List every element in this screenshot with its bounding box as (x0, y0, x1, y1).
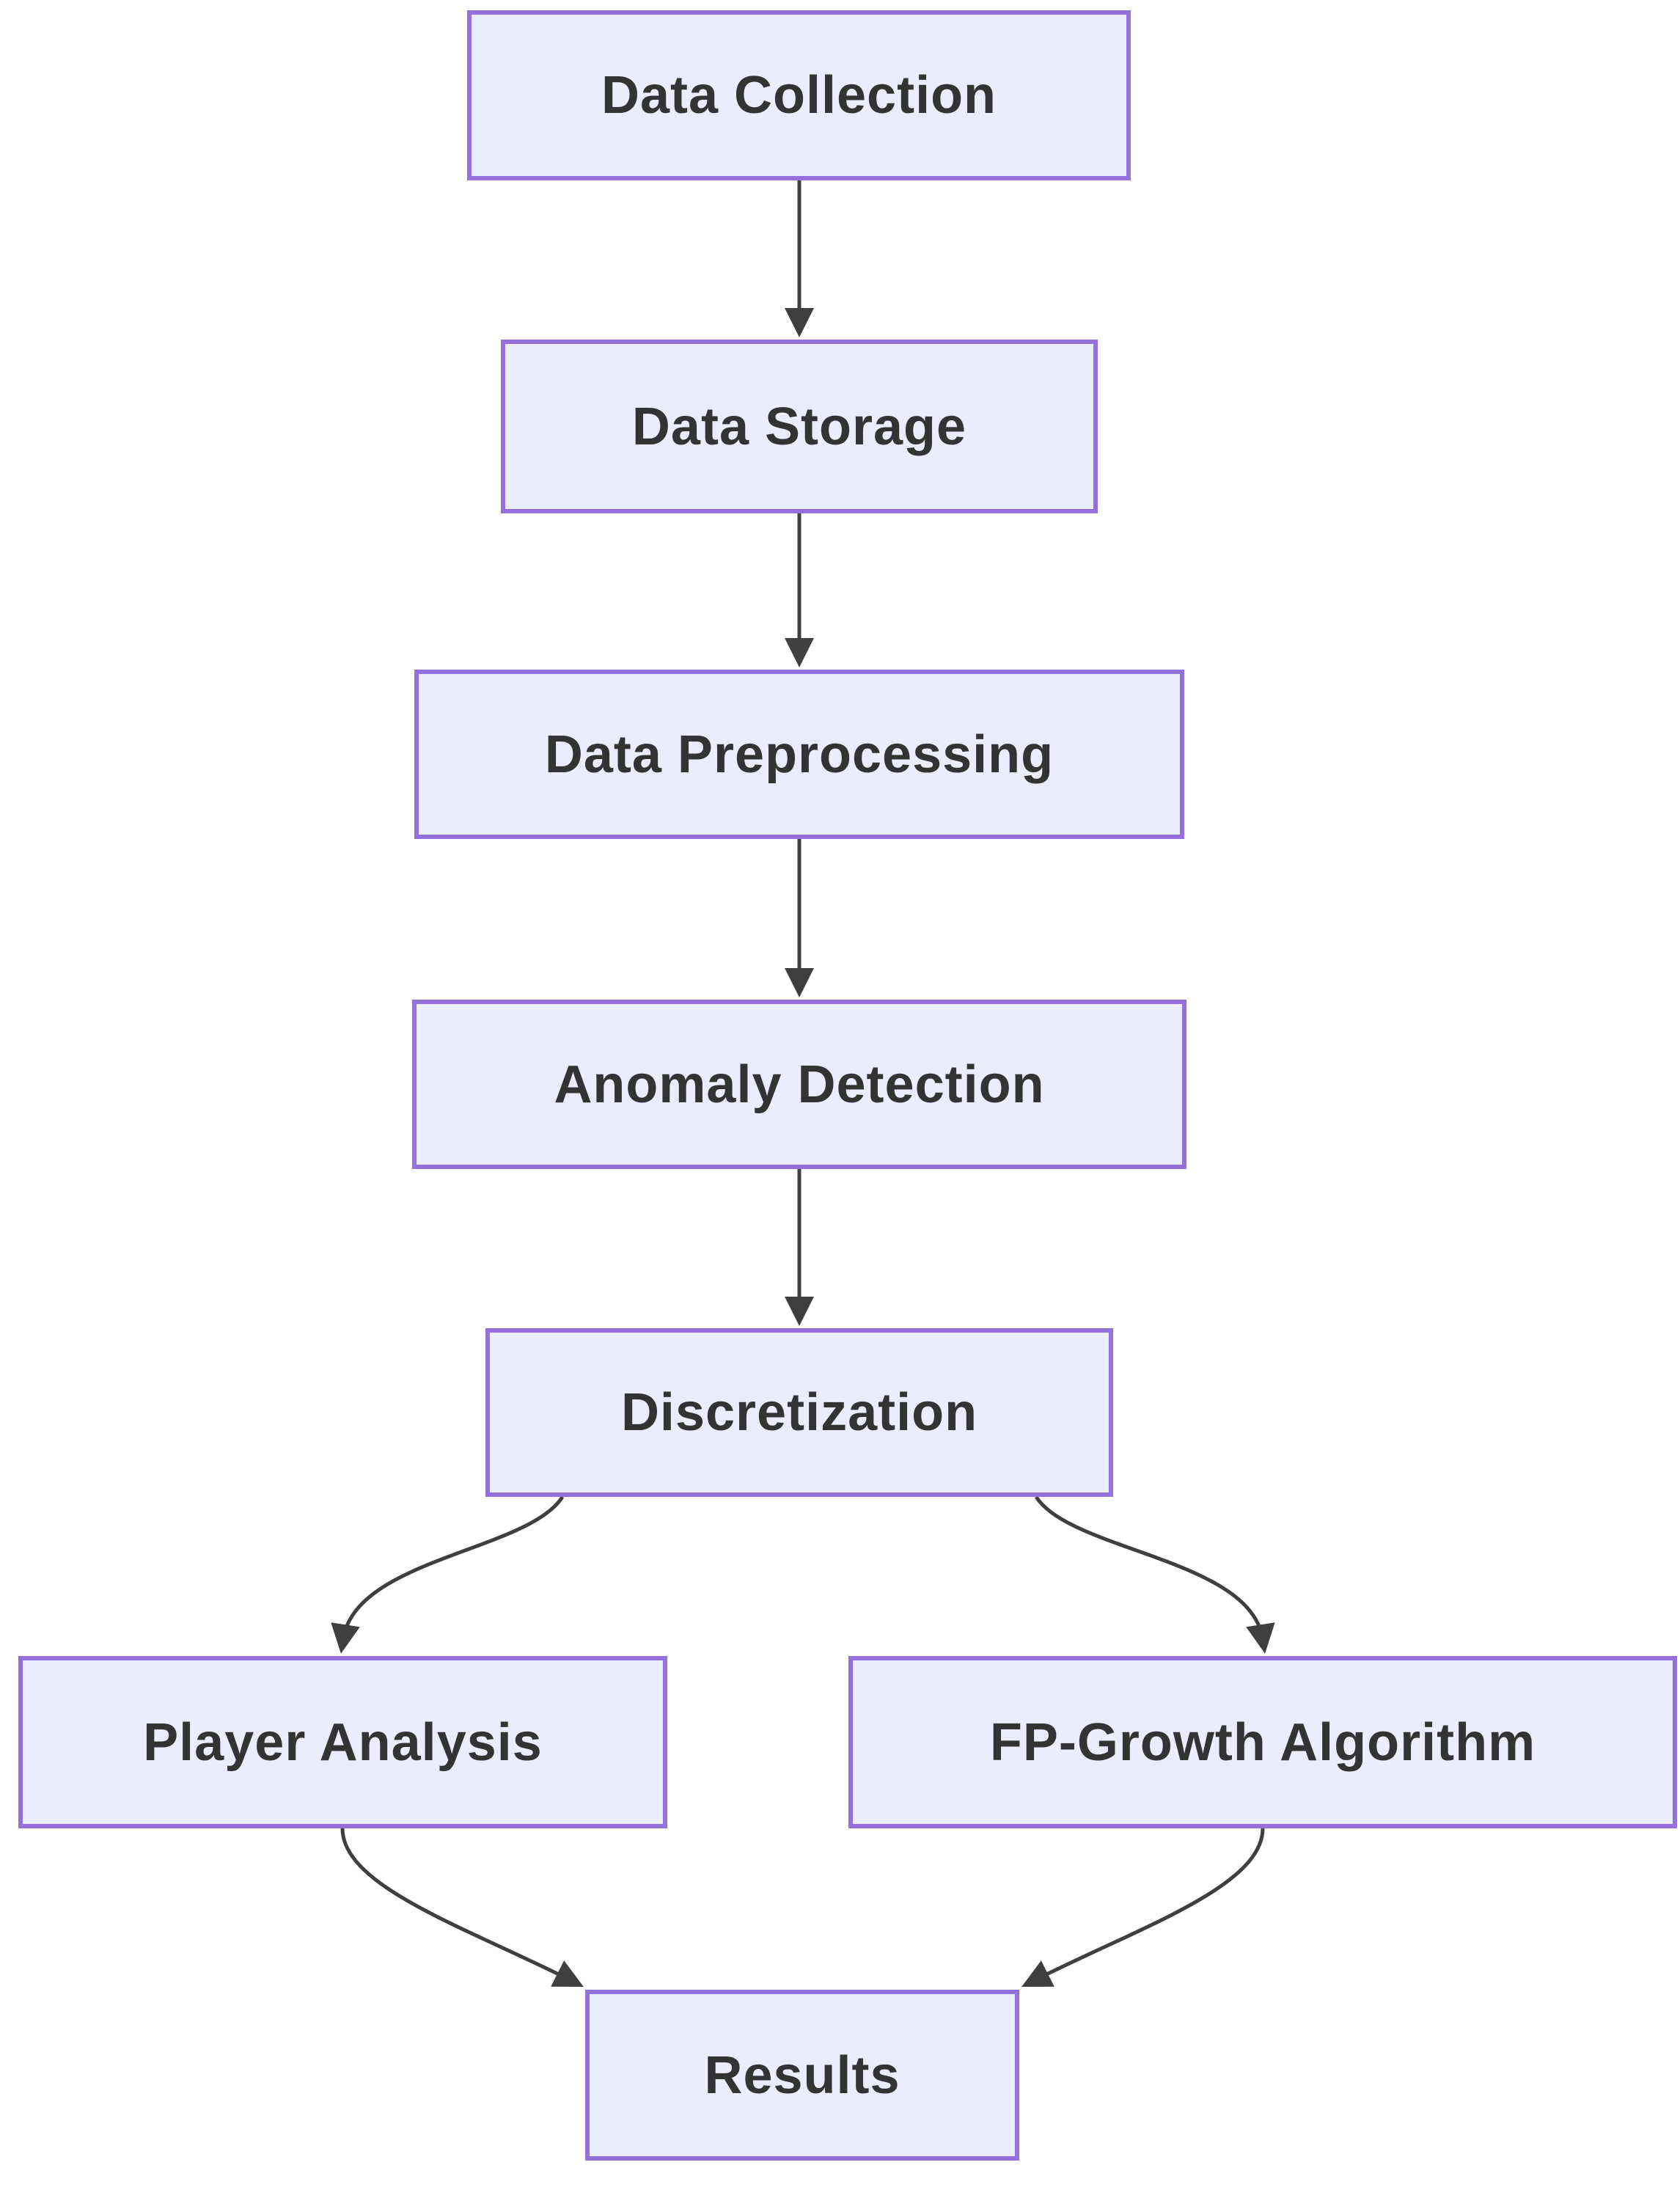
node-label: Data Storage (631, 397, 967, 456)
edge-fp-growth-to-results (1021, 1828, 1265, 1987)
node-label: Data Preprocessing (544, 725, 1054, 784)
node-discretization: Discretization (485, 1328, 1113, 1497)
edge-discretization-to-fp-growth (1034, 1495, 1275, 1654)
node-label: FP-Growth Algorithm (989, 1712, 1536, 1772)
node-data-collection: Data Collection (467, 10, 1131, 180)
node-label: Discretization (620, 1383, 978, 1442)
node-data-storage: Data Storage (501, 340, 1098, 513)
edge-player-analysis-to-results (340, 1828, 584, 1987)
node-results: Results (585, 1990, 1019, 2161)
node-label: Player Analysis (143, 1712, 543, 1772)
edge-discretization-to-player-analysis (331, 1495, 565, 1654)
node-anomaly-detection: Anomaly Detection (412, 1000, 1186, 1169)
node-player-analysis: Player Analysis (18, 1656, 667, 1828)
node-label: Anomaly Detection (554, 1055, 1045, 1114)
node-label: Results (704, 2045, 900, 2105)
node-label: Data Collection (601, 66, 997, 125)
node-data-preprocessing: Data Preprocessing (414, 670, 1184, 839)
node-fp-growth-algorithm: FP-Growth Algorithm (848, 1656, 1677, 1828)
